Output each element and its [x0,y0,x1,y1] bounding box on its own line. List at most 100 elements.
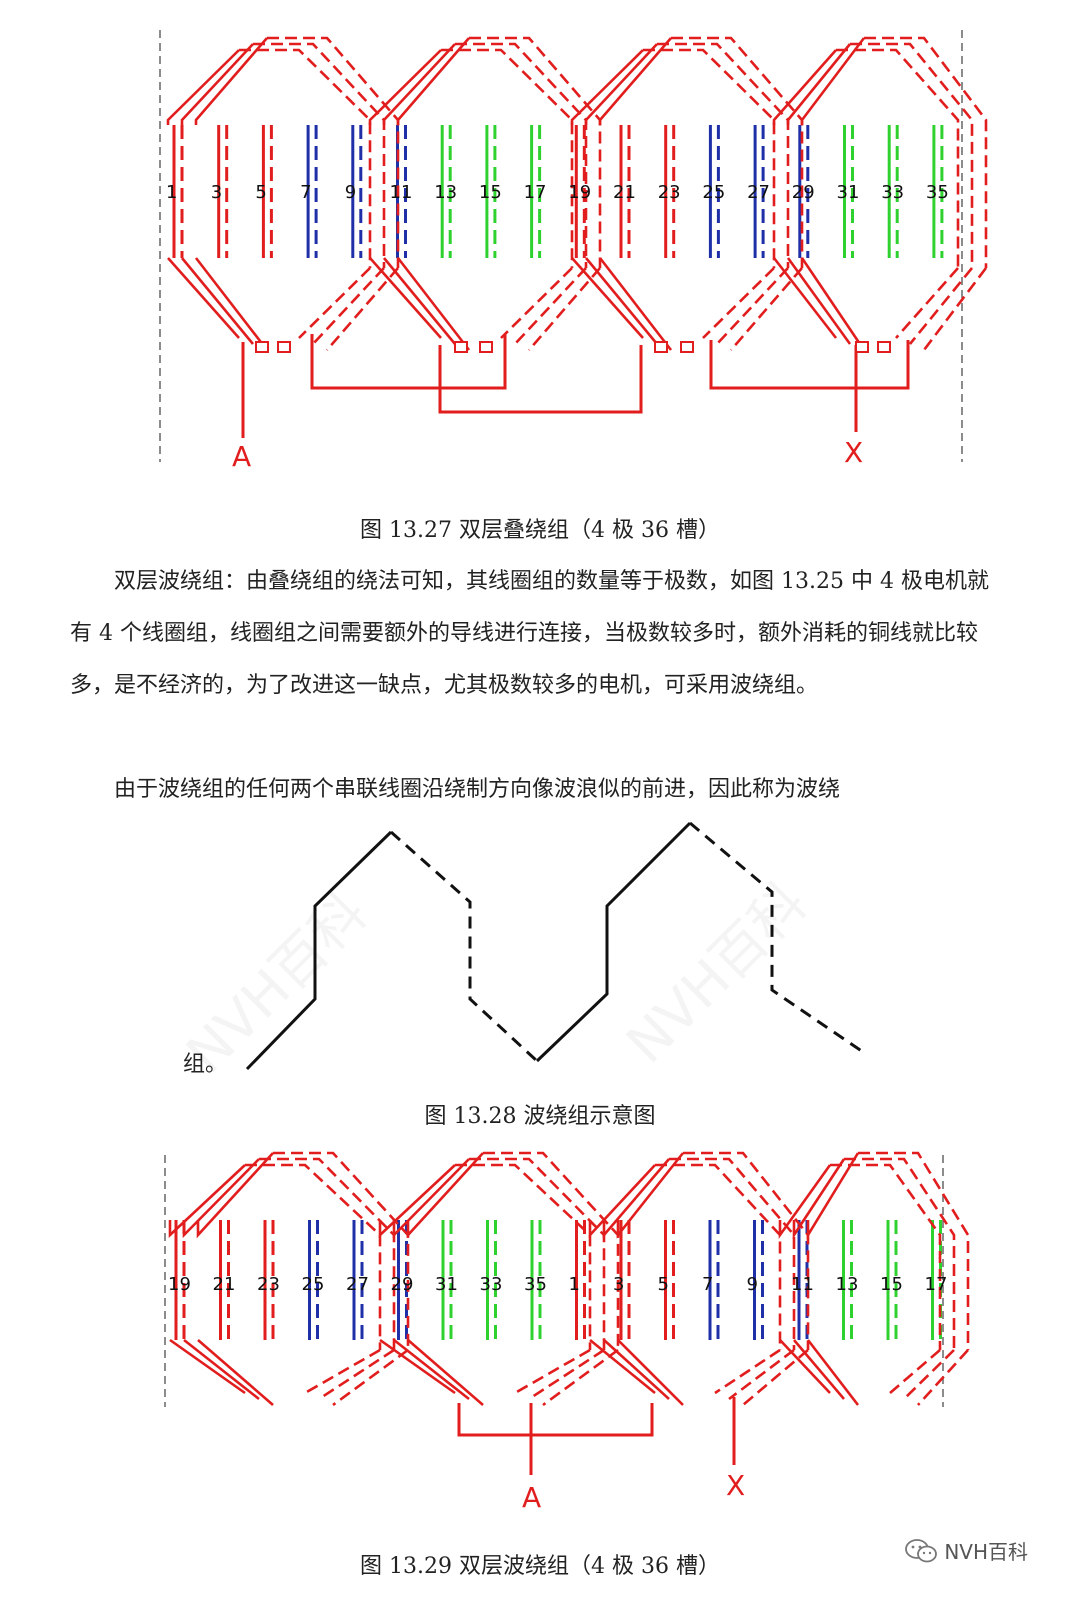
coil-upper-edge-back [643,48,776,268]
coil-lower-edge-back [528,267,601,351]
slot-number: 3 [613,1274,624,1295]
slot-number: 33 [881,182,904,203]
coil-end-lead [277,341,291,353]
coil-lower-edge-back [332,1348,409,1407]
slot-number: 23 [658,182,681,203]
coil-lower-edge [167,257,240,339]
coil-lower-edge-back [500,267,573,339]
coil-lower-edge-back [528,1348,605,1401]
coil-connection-wire [709,340,910,390]
coil-upper-edge [800,37,866,125]
slot-number: 17 [925,1274,948,1295]
coil-lower-edge [407,1339,484,1406]
coil-lower-edge-back [312,267,385,345]
body-paragraph: 双层波绕组：由叠绕组的绕法可知，其线圈组的数量等于极数，如图 13.25 中 4… [70,569,989,698]
coil-lower-edge [584,257,659,345]
coil-lower-edge-back [514,1348,591,1395]
paragraph-tail: 组。 [183,1052,228,1077]
slot-number: 15 [880,1274,903,1295]
coil-upper-edge-back [455,1163,592,1350]
slot-number: 11 [390,182,413,203]
figure-caption: 图 13.28 波绕组示意图 [424,1104,656,1129]
slot-number: 13 [836,1274,859,1295]
coil-lower-edge [800,257,866,351]
coil-lower-edge-back [728,1348,795,1401]
figure-caption: 图 13.27 双层叠绕组（4 极 36 槽） [360,518,720,543]
coil-lower-edge-back [318,1348,395,1401]
coil-upper-edge [792,1158,846,1240]
diagram-border-lines [164,1155,944,1407]
coil-lower-edge [169,1338,246,1395]
coil-lower-edge [396,257,471,351]
slot-number: 5 [658,1274,669,1295]
coil-upper-edge-back [850,42,974,268]
coil-upper-edge-back [441,48,574,268]
coil-upper-edge [392,1158,470,1239]
coil-upper-edge [396,37,470,125]
coil-upper-edge [570,49,644,125]
coil-upper-edge-back [259,1157,396,1350]
slot-number: 7 [300,182,311,203]
wave-dashed-segment [689,821,867,1056]
slot-number: 13 [434,182,457,203]
coil-lower-edge [806,1339,860,1406]
coil-lower-edge [379,1338,456,1395]
coil-upper-edge [778,1164,832,1240]
coil-connection-wire [438,345,643,414]
coil-end-lead [680,341,694,353]
wave-solid-segment [535,821,692,1063]
coil-lower-edge [571,257,644,339]
coil-upper-edge-back [239,48,372,268]
coil-lower-edge-back [326,267,399,351]
coil-lower-edge-back [889,1349,941,1394]
slot-number: 25 [702,182,725,203]
coil-upper-edge-back [864,36,988,268]
coil-lower-edge-back [908,267,974,345]
coil-upper-edge-back [858,1151,970,1350]
coil-lower-edge [772,257,838,339]
diagram-border-lines [159,30,963,462]
coil-lower-edge-back [702,267,775,339]
coil-lower-edge-back [304,1348,381,1395]
coil-lower-edge [617,1339,684,1406]
coil-upper-edge [616,1152,685,1239]
coil-lower-edge-back [742,1349,809,1406]
coil-upper-edge-back [245,1163,382,1350]
coil-upper-edge [602,1158,670,1239]
slot-number: 35 [926,182,949,203]
coil-connections [457,1397,736,1475]
coil-upper-edge-back [455,42,588,268]
brand-watermark: NVH百科 [904,1536,1028,1565]
coil-lower-edge [589,1338,656,1395]
coil-upper-edge [182,1158,260,1239]
coil-upper-edge-back [657,42,790,268]
coil-upper-edge-back [253,42,386,268]
coil-end-lead [479,341,493,353]
coil-upper-edge-back [273,1151,410,1350]
slot-number: 23 [257,1274,280,1295]
slot-number: 33 [480,1274,503,1295]
slot-number: 29 [391,1274,414,1295]
coil-lower-edge [382,257,457,345]
slot-number: 31 [837,182,860,203]
coil-upper-edge [382,43,456,125]
coil-upper-edge [588,1164,656,1239]
slot-number: 9 [345,182,356,203]
coil-upper-edge [168,1164,246,1238]
slot-number: 1 [166,182,177,203]
slot-number: 19 [168,1274,191,1295]
coil-upper-edge-back [683,1151,810,1350]
coil-upper-edge [378,1164,456,1238]
wave-winding-schematic [245,821,867,1071]
coil-lower-edge-back [714,1348,781,1395]
coil-connection-wire [310,334,507,390]
coil-lower-edge [393,1338,470,1401]
coil-groups [166,36,988,351]
coil-lower-edge [603,1339,670,1400]
wave-solid-segment [245,830,393,1071]
coil-end-lead [454,341,468,353]
coil-upper-edge [196,1152,274,1239]
